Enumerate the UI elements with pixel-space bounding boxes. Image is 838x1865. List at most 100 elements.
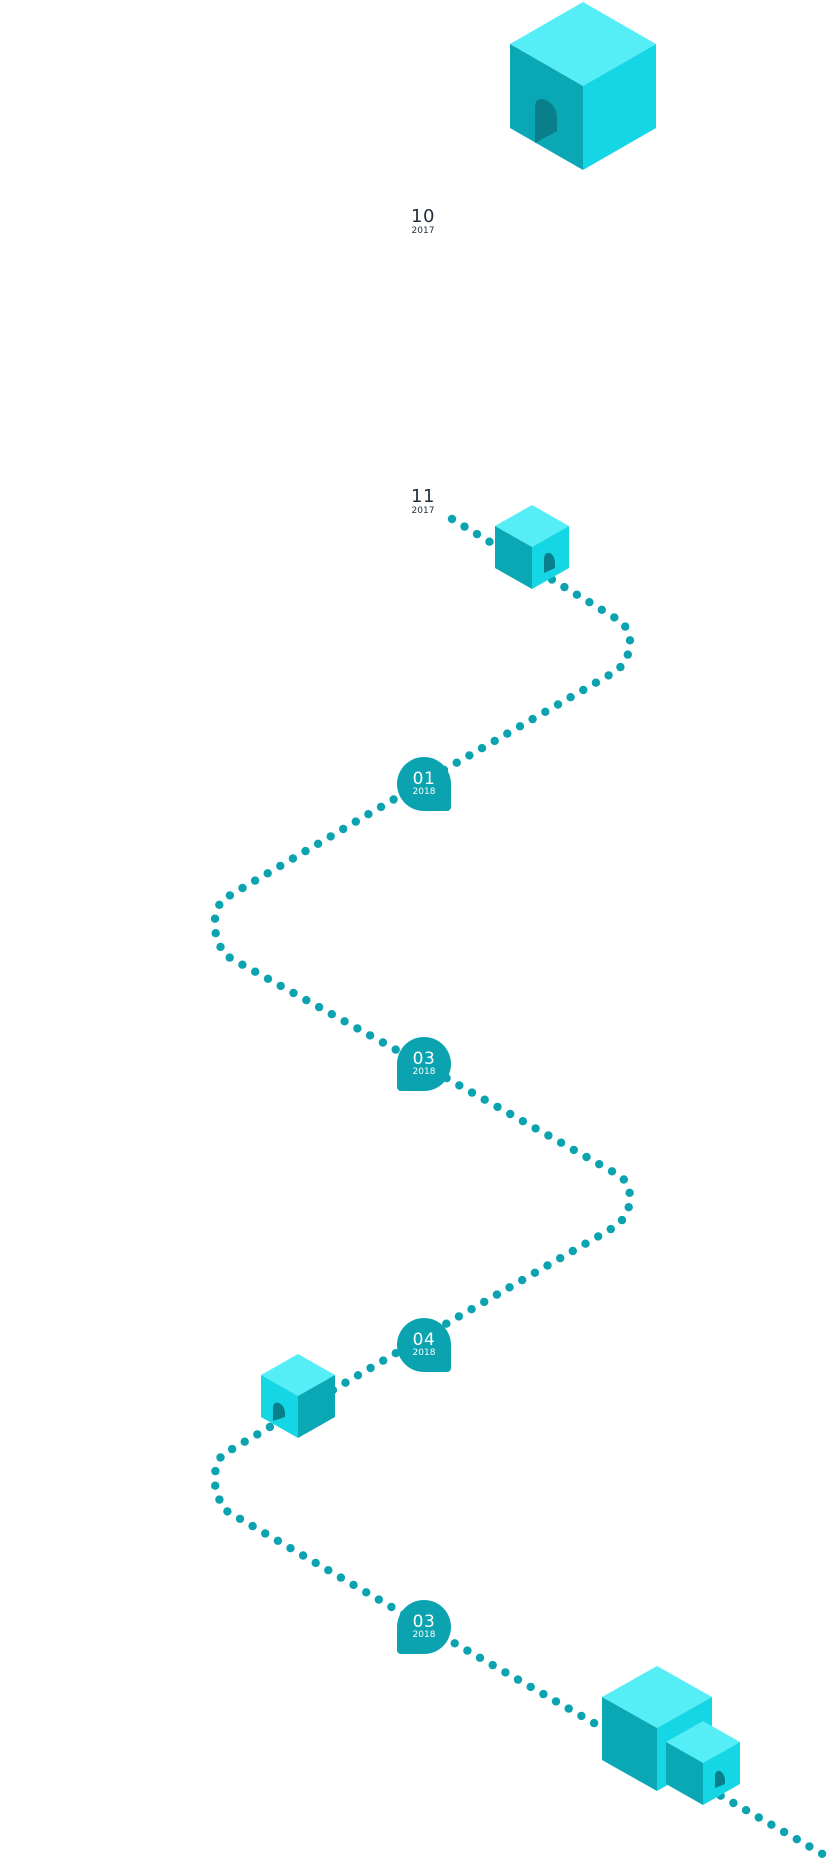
- milestone-month: 04: [412, 1330, 436, 1350]
- milestone-pin[interactable]: 03 2018: [397, 1600, 451, 1654]
- path-dot: [597, 605, 606, 614]
- path-dot: [531, 1124, 540, 1133]
- path-dot: [526, 1682, 535, 1692]
- building-cube-icon: [261, 1354, 335, 1438]
- milestone-year: 2018: [412, 1630, 436, 1640]
- milestone-month: 01: [412, 769, 436, 789]
- path-dot: [336, 1573, 346, 1582]
- path-dot: [619, 1175, 628, 1184]
- path-dot: [302, 995, 311, 1005]
- path-dot: [572, 590, 582, 599]
- path-dot: [235, 1514, 245, 1524]
- path-dot: [506, 1109, 515, 1119]
- path-dot: [311, 1558, 320, 1568]
- path-dot: [460, 522, 469, 531]
- path-dot: [616, 662, 625, 672]
- path-dot: [579, 685, 588, 695]
- path-dot: [301, 846, 310, 856]
- path-dot: [326, 832, 335, 841]
- path-dot: [729, 1798, 738, 1808]
- path-dot: [211, 1481, 220, 1490]
- path-dot: [341, 1378, 350, 1387]
- path-dot: [450, 1639, 459, 1648]
- path-dot: [467, 1088, 477, 1097]
- milestone-month: 03: [412, 1049, 436, 1069]
- path-dot: [327, 1010, 336, 1019]
- path-dot: [564, 1704, 573, 1713]
- path-dot: [625, 1188, 634, 1198]
- path-dot: [289, 988, 298, 998]
- path-dot: [288, 854, 298, 863]
- path-dot: [604, 671, 613, 680]
- path-dot: [477, 744, 487, 753]
- path-dot: [624, 1203, 633, 1212]
- path-dot: [225, 891, 235, 900]
- path-dot: [215, 900, 224, 909]
- path-dot: [455, 1081, 464, 1090]
- path-dot: [225, 953, 234, 962]
- path-dot: [515, 722, 525, 731]
- path-dot: [560, 582, 569, 592]
- path-dot: [480, 1297, 489, 1307]
- path-dot: [248, 1521, 257, 1531]
- path-dot: [467, 1305, 476, 1314]
- milestone-month: 10: [411, 206, 435, 227]
- path-dot: [286, 1544, 295, 1553]
- path-dot: [492, 1290, 502, 1299]
- path-dot: [211, 1466, 220, 1476]
- path-dot: [210, 914, 220, 923]
- path-dot: [741, 1806, 751, 1815]
- path-dot: [324, 1566, 333, 1575]
- path-dot: [273, 1536, 283, 1546]
- path-dot: [569, 1145, 578, 1155]
- path-dot: [556, 1138, 566, 1147]
- path-dot: [365, 1031, 375, 1040]
- path-dot: [595, 1160, 604, 1169]
- milestone-pin[interactable]: 03 2018: [397, 1037, 451, 1091]
- path-dot: [447, 514, 457, 524]
- path-dot: [314, 1002, 324, 1012]
- path-dot: [544, 1131, 553, 1140]
- path-dot: [779, 1827, 789, 1837]
- path-dot: [501, 1668, 510, 1677]
- path-dot: [216, 942, 225, 952]
- path-dot: [551, 1697, 561, 1706]
- path-dot: [589, 1718, 599, 1728]
- path-dot: [276, 861, 285, 871]
- milestone-year: 2018: [412, 787, 436, 797]
- path-dot: [376, 802, 386, 812]
- path-dot: [617, 1215, 627, 1225]
- milestone-year: 2018: [412, 1348, 436, 1358]
- path-dot: [263, 869, 272, 878]
- path-dot: [240, 1437, 249, 1446]
- path-dot: [452, 758, 461, 767]
- path-dot: [805, 1842, 814, 1851]
- path-dot: [475, 1653, 485, 1663]
- path-dot: [543, 1261, 552, 1270]
- path-dot: [754, 1813, 763, 1822]
- milestone-month: 11: [411, 486, 435, 507]
- path-dot: [581, 1239, 590, 1248]
- path-dot: [276, 981, 285, 991]
- path-dot: [238, 883, 247, 893]
- milestone-month: 03: [412, 1612, 436, 1632]
- path-dot: [594, 1232, 603, 1241]
- path-dot: [379, 1356, 388, 1365]
- path-dot: [577, 1711, 586, 1721]
- path-dot: [556, 1254, 565, 1263]
- path-dot: [528, 714, 537, 724]
- path-dot: [216, 1453, 225, 1462]
- path-dot: [454, 1312, 464, 1321]
- path-dot: [625, 636, 635, 645]
- path-dot: [362, 1588, 371, 1597]
- path-dot: [606, 1224, 615, 1234]
- path-dot: [518, 1117, 528, 1126]
- path-dot: [378, 1038, 388, 1047]
- path-dot: [227, 1444, 237, 1454]
- path-dot: [582, 1152, 591, 1162]
- milestone-pin[interactable]: 04 2018: [397, 1318, 451, 1372]
- path-dot: [387, 1602, 396, 1612]
- milestone-pin[interactable]: 01 2018: [397, 757, 451, 811]
- path-dot: [211, 929, 220, 938]
- path-dot: [607, 1167, 617, 1176]
